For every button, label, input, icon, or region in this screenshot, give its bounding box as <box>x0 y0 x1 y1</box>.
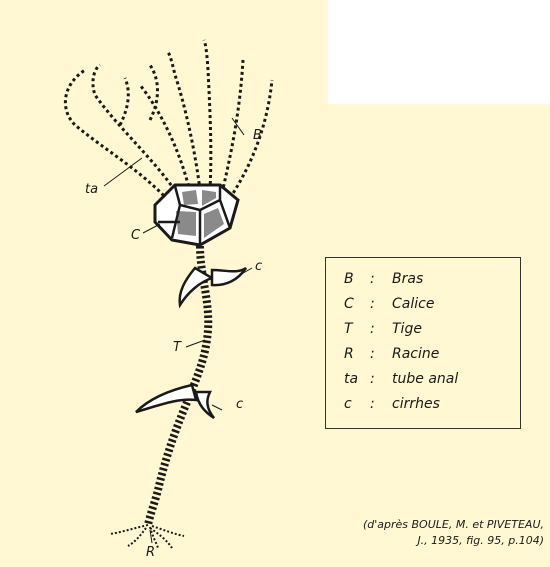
legend-key: c <box>344 396 370 412</box>
legend-row: T : Tige <box>344 321 520 346</box>
label-arms: B <box>253 129 262 142</box>
label-anal-tube: ta <box>85 183 98 196</box>
legend-key: C <box>344 296 370 312</box>
calyx <box>155 185 238 245</box>
citation-line-2: J., 1935, fig. 95, p.104) <box>244 533 544 549</box>
legend-label: Racine <box>392 346 439 362</box>
label-stem: T <box>173 341 181 354</box>
legend-separator: : <box>370 296 392 312</box>
stem <box>148 246 208 525</box>
legend-separator: : <box>370 321 392 337</box>
legend-key: B <box>344 271 370 287</box>
label-cirri-bottom: c <box>236 398 243 411</box>
legend-row: c : cirrhes <box>344 396 520 421</box>
legend-label: tube anal <box>392 371 458 387</box>
legend-label: Calice <box>392 296 434 312</box>
legend-row: C : Calice <box>344 296 520 321</box>
label-cirri-top: c <box>255 260 262 273</box>
legend-separator: : <box>370 371 392 387</box>
citation: (d'après BOULE, M. et PIVETEAU, J., 1935… <box>244 517 544 549</box>
legend-label: cirrhes <box>392 396 440 412</box>
legend-row: ta : tube anal <box>344 371 520 396</box>
cirri <box>136 268 246 418</box>
label-root: R <box>146 546 155 559</box>
legend-label: Tige <box>392 321 422 337</box>
label-calyx: C <box>131 229 140 242</box>
crinoid-arms <box>65 40 272 200</box>
legend-label: Bras <box>392 271 423 287</box>
legend-key: R <box>344 346 370 362</box>
legend-row: B : Bras <box>344 271 520 296</box>
legend-box: B : Bras C : Calice T : Tige R : Racine … <box>325 257 521 429</box>
legend-separator: : <box>370 271 392 287</box>
legend-separator: : <box>370 346 392 362</box>
legend-key: ta <box>344 371 370 387</box>
citation-line-1: (d'après BOULE, M. et PIVETEAU, <box>244 517 544 533</box>
leader-lines <box>104 118 252 543</box>
legend-key: T <box>344 321 370 337</box>
legend-separator: : <box>370 396 392 412</box>
legend-row: R : Racine <box>344 346 520 371</box>
